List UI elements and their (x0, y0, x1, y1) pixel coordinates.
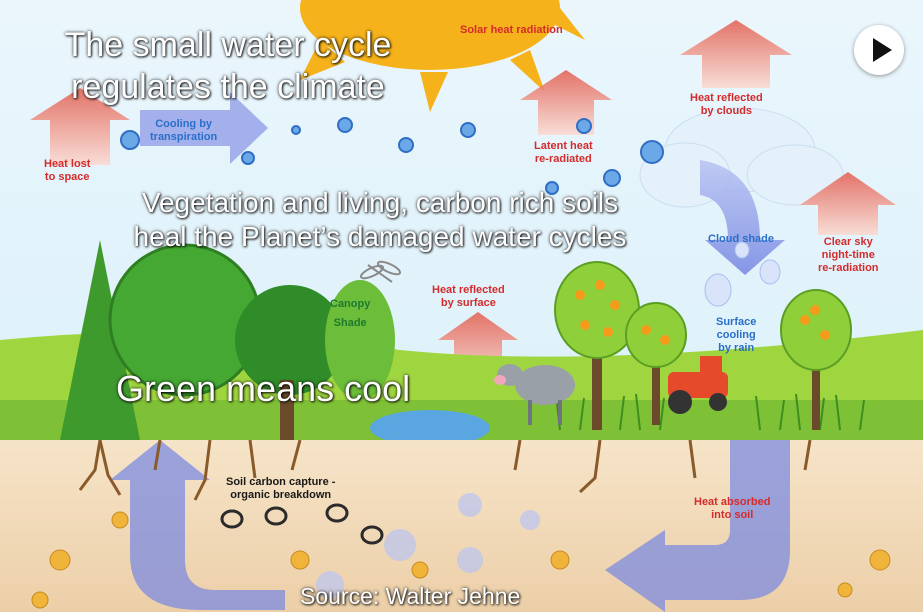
soil-cool-arrow-right (605, 440, 790, 612)
forest-trees (60, 240, 395, 440)
label-heat-lost-to-space: Heat lost to space (44, 158, 91, 183)
label-soil-carbon-capture: Soil carbon capture - organic breakdown (226, 476, 336, 501)
fruit-trees (554, 261, 852, 430)
pond (370, 410, 490, 446)
label-clear-sky-reradiation: Clear sky night-time re-radiation (818, 236, 879, 274)
sun-icon (300, 0, 585, 112)
green-caption: Green means cool (116, 368, 411, 409)
tractor-icon (668, 356, 728, 414)
play-icon[interactable] (854, 25, 904, 75)
clouds-reflect-arrow (680, 20, 792, 88)
soil-carbon-rings (220, 503, 384, 545)
label-heat-absorbed-into-soil: Heat absorbed into soil (694, 496, 771, 521)
heat-lost-arrow (30, 88, 130, 165)
slide-title: The small water cycle regulates the clim… (64, 26, 392, 106)
fruits (575, 280, 830, 345)
clear-sky-arrow (800, 172, 896, 235)
cloud-shade-arrow (700, 160, 785, 275)
label-latent-heat-reradiated: Latent heat re-radiated (534, 140, 593, 165)
roots (78, 439, 812, 501)
latent-heat-arrow (520, 70, 612, 135)
water-droplets (120, 117, 664, 195)
label-cloud-shade: Cloud shade (708, 233, 775, 245)
slide-subtitle: Vegetation and living, carbon rich soils… (133, 187, 627, 252)
label-heat-reflected-by-clouds: Heat reflected by clouds (690, 92, 763, 117)
soil-cool-arrow-left (110, 440, 285, 610)
label-surface-cooling-by-rain: Surface cooling by rain (716, 316, 757, 354)
rain-drops (704, 241, 781, 307)
dragonfly-icon (359, 260, 402, 283)
source-credit: Source: Walter Jehne (300, 583, 521, 609)
label-solar-heat-radiation: Solar heat radiation (460, 24, 563, 36)
soil-stones (31, 511, 891, 609)
soil-water-bubbles (316, 493, 540, 599)
cow-icon (494, 364, 575, 425)
label-cooling-by-transpiration: Cooling by transpiration (150, 118, 218, 143)
label-heat-reflected-by-surface: Heat reflected by surface (432, 284, 505, 309)
transpiration-arrow (140, 92, 268, 164)
label-canopy-shade: Canopy Shade (330, 298, 371, 329)
